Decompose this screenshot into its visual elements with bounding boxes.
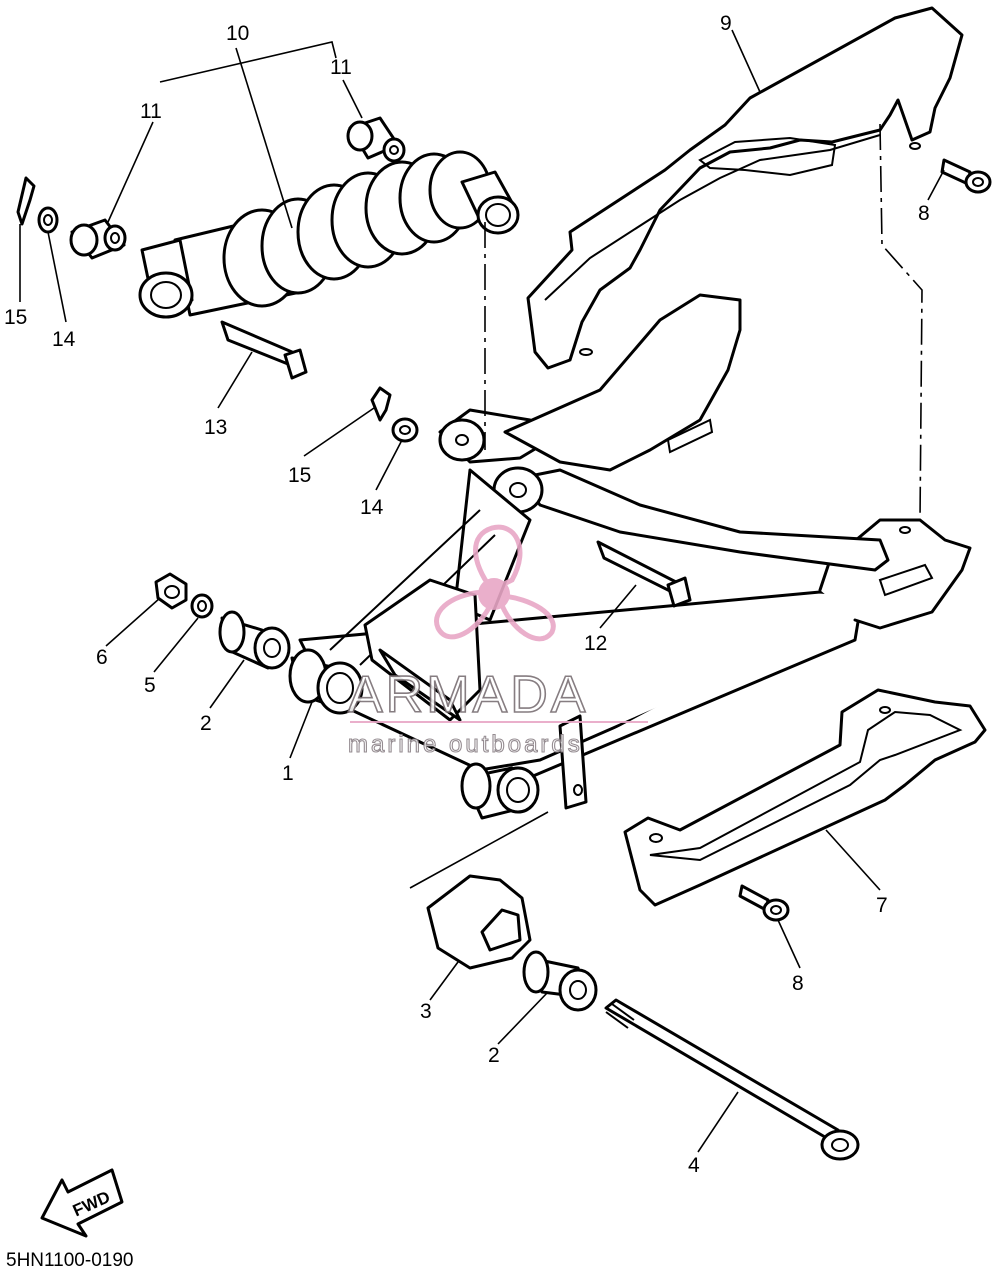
callout-13: 13: [204, 416, 227, 439]
collar-part-11-right: [346, 116, 406, 163]
watermark: ARMADA marine outboards: [347, 524, 648, 759]
pivot-shaft-part-4: [604, 998, 860, 1161]
callout-15-middle: 15: [288, 464, 311, 487]
callout-2-lower: 2: [488, 1044, 500, 1067]
callout-1: 1: [282, 762, 294, 785]
assembly-guide-lines: [159, 41, 923, 889]
callout-8-lower: 8: [792, 972, 804, 995]
bushing-lower-front: [460, 762, 540, 820]
fwd-direction-arrow: FWD: [40, 1168, 124, 1238]
callout-14-upper: 14: [52, 328, 76, 351]
callout-10: 10: [226, 22, 249, 45]
callout-5: 5: [144, 674, 156, 697]
callout-15-upper: 15: [4, 306, 27, 329]
callout-2-upper: 2: [200, 712, 212, 735]
callout-3: 3: [420, 1000, 432, 1023]
washer-part-14-middle: [391, 417, 419, 443]
propeller-blade-right: [497, 593, 556, 642]
callout-14-middle: 14: [360, 496, 384, 519]
bracket-plate: [558, 714, 588, 810]
collar-part-2-upper: [218, 610, 291, 670]
nut-part-6: [154, 572, 188, 610]
propeller-logo: [434, 524, 556, 642]
collar-part-11-left: [69, 218, 127, 260]
callout-12: 12: [584, 632, 607, 655]
pin-part-12: [596, 540, 692, 608]
callout-7: 7: [876, 894, 888, 917]
bolt-part-8-upper: [940, 158, 992, 194]
shock-absorber-part-10: [138, 150, 520, 319]
cotter-pin-part-15-middle: [370, 386, 392, 422]
damper-part-3: [426, 874, 532, 970]
callout-numbers: 10 9 11 11 8 15 14 13 15 14 12 6 5 2 1 7…: [4, 12, 930, 1177]
leader-lines: [19, 29, 945, 1153]
chain-guard-part-9: [526, 6, 964, 370]
callout-11-right: 11: [330, 56, 352, 79]
rear-arm-swingarm: [298, 293, 972, 792]
bushing-part-1: [288, 648, 364, 715]
callout-8-upper: 8: [918, 202, 930, 225]
callout-4: 4: [688, 1154, 700, 1177]
chain-protector-part-7: [623, 688, 987, 907]
washer-part-5: [190, 593, 214, 619]
propeller-blade-left: [434, 589, 495, 640]
diagram-code: 5HN1100-0190: [6, 1250, 133, 1271]
callout-6: 6: [96, 646, 108, 669]
callout-11-left: 11: [140, 100, 162, 123]
propeller-blade-top: [473, 524, 523, 594]
cotter-pin-part-15-upper: [16, 176, 36, 226]
collar-part-2-lower: [522, 950, 598, 1012]
pin-part-13: [220, 320, 308, 380]
callout-9: 9: [720, 12, 732, 35]
propeller-hub: [478, 578, 510, 610]
bolt-part-8-lower: [738, 884, 790, 922]
watermark-brand: ARMADA: [348, 666, 588, 724]
shock-spring: [222, 150, 492, 308]
washer-part-14-upper: [37, 206, 59, 234]
watermark-tagline: marine outboards: [348, 731, 583, 758]
